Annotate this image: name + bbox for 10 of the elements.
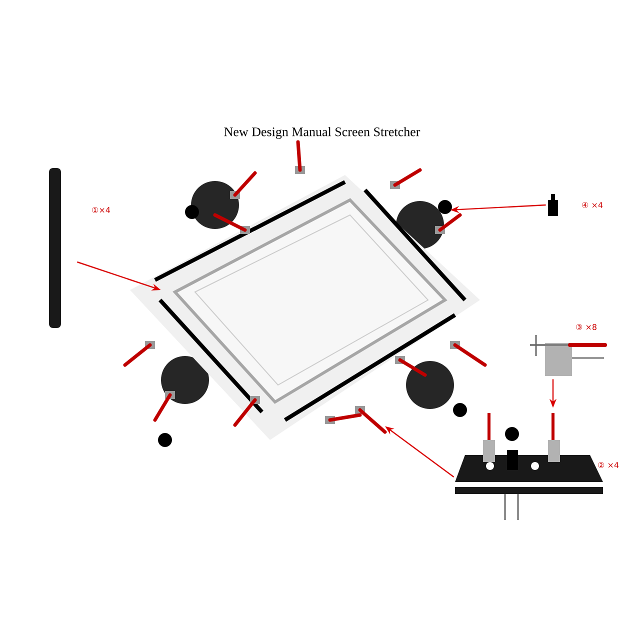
knob-drawing xyxy=(548,194,558,216)
callout-number: ② ×4 xyxy=(598,462,619,468)
clamp-unit-drawing xyxy=(455,413,603,520)
screen-stretcher-drawing xyxy=(123,140,487,447)
callout-number: ①×4 xyxy=(92,207,110,213)
title: New Design Manual Screen Stretcher xyxy=(224,127,420,139)
callout-number: ③ ×8 xyxy=(576,324,596,330)
toggle-clamp-drawing xyxy=(530,335,607,376)
callout-number: ④ ×4 xyxy=(582,202,603,208)
bar-drawing xyxy=(49,168,61,328)
